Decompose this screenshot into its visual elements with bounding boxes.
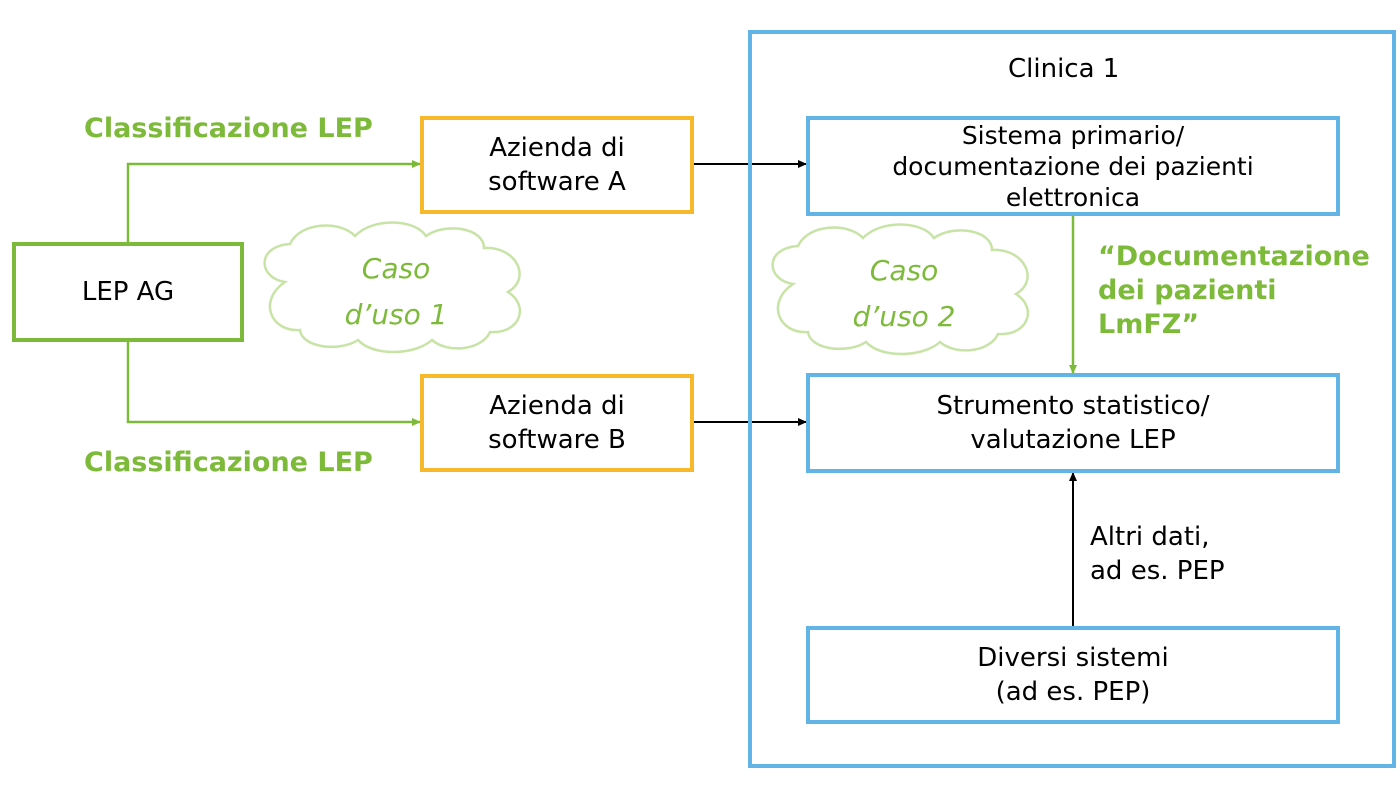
node-software-a-line-1: Azienda di (489, 133, 625, 163)
node-lep-ag-line: LEP AG (81, 277, 175, 307)
cloud-use-case-2-line-1: Caso (869, 254, 939, 287)
node-software-b-line-2: software B (488, 425, 626, 455)
cloud-use-case-1: Caso d’uso 1 (296, 246, 496, 338)
cloud-use-case-2-line-2: d’uso 2 (852, 300, 956, 333)
clinic-title: Clinica 1 (1008, 54, 1120, 84)
node-other-systems-line-1: Diversi sistemi (977, 643, 1169, 673)
label-lmfz-line-2: dei pazienti (1098, 275, 1277, 306)
node-software-a-line-2: software A (488, 167, 626, 197)
label-lmfz-line-3: LmFZ” (1098, 309, 1200, 340)
label-other-data-line-2: ad es. PEP (1090, 556, 1225, 586)
node-software-a: Azienda di software A (420, 116, 694, 214)
cloud-use-case-2-shape (771, 223, 1030, 356)
connector-lep-to-software-b (126, 342, 421, 426)
label-lmfz: “Documentazione dei pazienti LmFZ” (1098, 240, 1370, 342)
cloud-use-case-1-line-2: d’uso 1 (344, 298, 448, 331)
node-primary-system-line-3: elettronica (1005, 182, 1141, 212)
node-other-systems-line-2: (ad es. PEP) (995, 677, 1151, 707)
clinic-container (748, 30, 1396, 768)
node-primary-system-line-2: documentazione dei pazienti (892, 151, 1254, 181)
node-stat-tool-line-1: Strumento statistico/ (936, 391, 1210, 421)
node-primary-system-line-1: Sistema primario/ (961, 120, 1185, 150)
cloud-use-case-1-line-1: Caso (361, 252, 431, 285)
node-stat-tool-line-2: valutazione LEP (970, 425, 1176, 455)
node-software-b-line-1: Azienda di (489, 391, 625, 421)
label-classification-bottom: Classificazione LEP (84, 447, 373, 478)
cloud-use-case-1-shape (263, 221, 522, 354)
node-software-b: Azienda di software B (420, 374, 694, 472)
node-stat-tool: Strumento statistico/ valutazione LEP (806, 373, 1340, 473)
node-other-systems: Diversi sistemi (ad es. PEP) (806, 626, 1340, 724)
label-other-data: Altri dati, ad es. PEP (1090, 520, 1225, 588)
node-primary-system: Sistema primario/ documentazione dei paz… (806, 116, 1340, 216)
cloud-use-case-2: Caso d’uso 2 (804, 248, 1004, 340)
connector-lep-to-software-a (126, 160, 421, 242)
label-other-data-line-1: Altri dati, (1090, 522, 1210, 552)
label-lmfz-line-1: “Documentazione (1098, 241, 1370, 272)
node-lep-ag: LEP AG (12, 242, 244, 342)
label-classification-top: Classificazione LEP (84, 113, 373, 144)
